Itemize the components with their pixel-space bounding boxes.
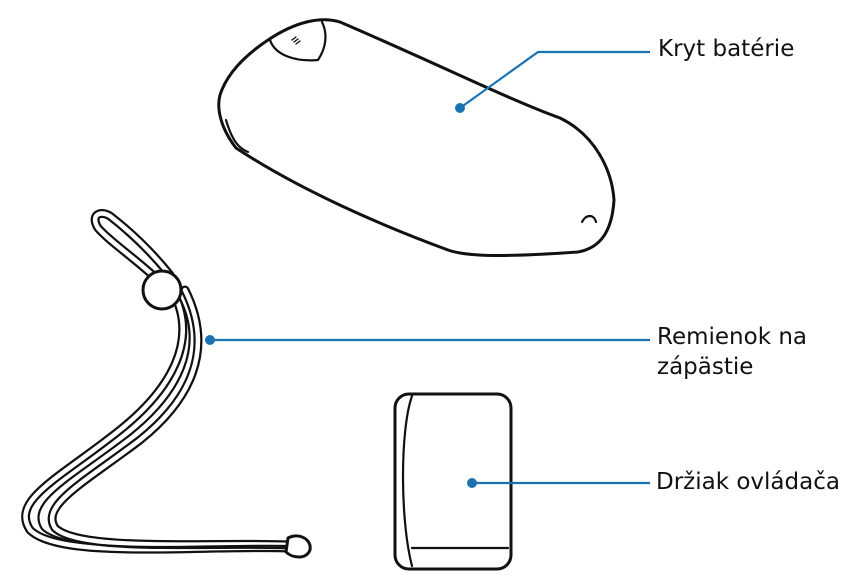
battery-cover-icon <box>217 18 616 257</box>
wrist-strap-icon <box>21 209 312 559</box>
wrist-strap-label: Remienok na zápästie <box>657 322 807 382</box>
wrist-strap-label-line1: Remienok na <box>657 324 807 350</box>
battery-cover-leader <box>455 50 650 113</box>
controller-holder-label: Držiak ovládača <box>656 469 840 495</box>
controller-holder-leader <box>467 478 650 488</box>
battery-cover-label: Kryt batérie <box>658 36 795 62</box>
controller-holder-icon <box>393 392 513 571</box>
wrist-strap-label-line2: zápästie <box>657 354 754 380</box>
wrist-strap-leader <box>205 335 650 345</box>
